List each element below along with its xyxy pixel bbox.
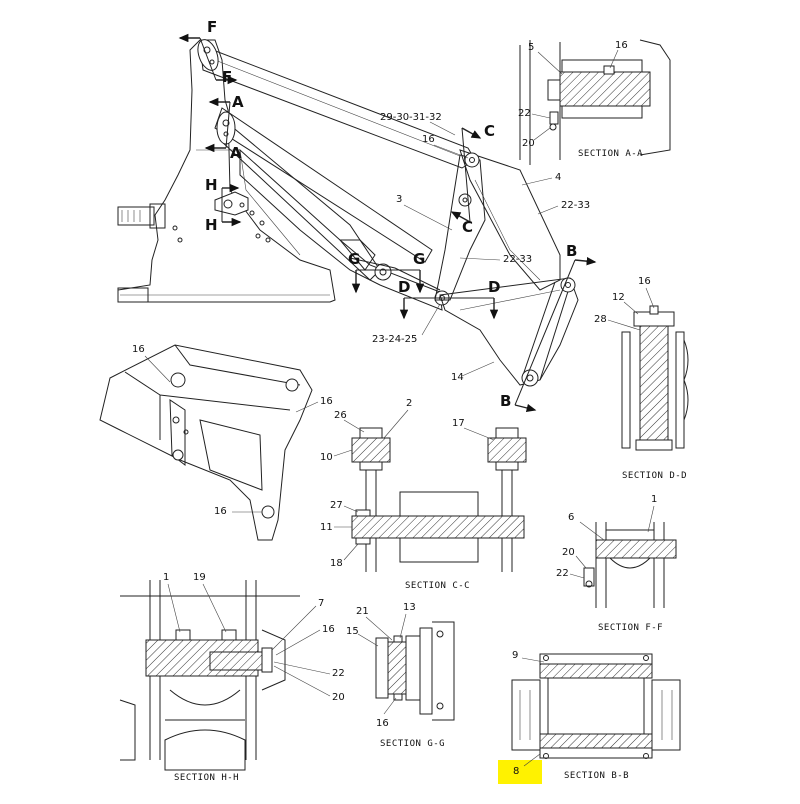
section-letter-c-bottom: C	[462, 218, 473, 236]
isometric-view: 16 16 16	[99, 344, 333, 541]
sec-g-callout-21: 21	[356, 606, 369, 617]
section-f-f-caption: SECTION F-F	[598, 623, 663, 633]
sec-f-callout-20: 20	[562, 547, 575, 558]
callout-8-highlight	[498, 760, 542, 784]
section-letter-h-bottom: H	[205, 216, 218, 234]
sec-c-callout-18: 18	[330, 558, 343, 569]
sec-a-callout-20: 20	[522, 138, 535, 149]
section-letter-f-top: F	[207, 18, 217, 36]
sec-g-callout-15: 15	[346, 626, 359, 637]
sec-c-callout-26: 26	[334, 410, 347, 421]
section-b-b-caption: SECTION B-B	[564, 771, 629, 781]
section-h-h-caption: SECTION H-H	[174, 773, 239, 783]
sec-c-callout-17: 17	[452, 418, 465, 429]
callout-14: 14	[451, 372, 464, 383]
iso-callout-16-top: 16	[132, 344, 145, 355]
main-assembly-view	[117, 39, 579, 387]
sec-a-callout-22: 22	[518, 108, 531, 119]
sec-h-callout-20: 20	[332, 692, 345, 703]
section-letter-h-top: H	[205, 176, 218, 194]
section-c-c-caption: SECTION C-C	[405, 581, 470, 591]
callout-3: 3	[396, 194, 402, 205]
sec-h-callout-7: 7	[318, 598, 324, 609]
section-a-a: 5 16 22 20 SECTION A-A	[518, 39, 671, 165]
sec-h-callout-1: 1	[163, 572, 169, 583]
section-a-a-caption: SECTION A-A	[578, 149, 643, 159]
sec-g-callout-13: 13	[403, 602, 416, 613]
iso-callout-16-right: 16	[320, 396, 333, 407]
section-letter-g-left: G	[348, 250, 360, 268]
section-d-d: 16 12 28 SECTION D-D	[594, 276, 689, 481]
sec-h-callout-22: 22	[332, 668, 345, 679]
callout-23-25: 23-24-25	[372, 334, 417, 345]
section-letter-g-right: G	[413, 250, 425, 268]
section-letter-d-right: D	[488, 278, 500, 296]
section-g-g: 21 13 15 16 SECTION G-G	[346, 602, 455, 749]
callout-4: 4	[555, 172, 561, 183]
callout-22-33-upper: 22-33	[561, 200, 590, 211]
section-d-d-caption: SECTION D-D	[622, 471, 687, 481]
sec-c-callout-2: 2	[406, 398, 412, 409]
sec-f-callout-6: 6	[568, 512, 574, 523]
section-letter-a-top: A	[232, 93, 244, 111]
callout-22-33-lower: 22-33	[503, 254, 532, 265]
sec-f-callout-1: 1	[651, 494, 657, 505]
section-f-f: 1 6 20 22 SECTION F-F	[556, 494, 677, 633]
section-letter-f-bottom: F	[222, 68, 232, 86]
main-view-callouts: 29-30-31-32 16 4 3 22-33 22-33 23-24-25 …	[372, 112, 590, 383]
section-letter-b-bottom: B	[500, 392, 511, 410]
sec-d-callout-12: 12	[612, 292, 625, 303]
section-letter-b-top: B	[566, 242, 577, 260]
sec-c-callout-27: 27	[330, 500, 343, 511]
section-letter-a-bottom: A	[230, 144, 242, 162]
section-g-g-caption: SECTION G-G	[380, 739, 445, 749]
iso-callout-16-bottom: 16	[214, 506, 227, 517]
sec-b-callout-8: 8	[513, 766, 519, 777]
section-c-c: 26 2 17 10 27 11 18 SECTION C-C	[320, 398, 527, 591]
sec-c-callout-10: 10	[320, 452, 333, 463]
sec-a-callout-5: 5	[528, 42, 534, 53]
callout-16-main: 16	[422, 134, 435, 145]
sec-a-callout-16: 16	[615, 40, 628, 51]
section-letter-d-left: D	[398, 278, 410, 296]
sec-f-callout-22: 22	[556, 568, 569, 579]
section-b-b: 9 8 SECTION B-B	[498, 650, 681, 784]
sec-h-callout-16: 16	[322, 624, 335, 635]
sec-d-callout-28: 28	[594, 314, 607, 325]
sec-d-callout-16: 16	[638, 276, 651, 287]
section-cut-markers: F F A A H H G G D D C C B B	[178, 18, 597, 413]
sec-h-callout-19: 19	[193, 572, 206, 583]
sec-c-callout-11: 11	[320, 522, 333, 533]
callout-29-32: 29-30-31-32	[380, 112, 442, 123]
section-letter-c-top: C	[484, 122, 495, 140]
section-h-h: 1 19 7 16 22 20 SECTION H-H	[119, 572, 345, 783]
sec-g-callout-16: 16	[376, 718, 389, 729]
sec-b-callout-9: 9	[512, 650, 518, 661]
